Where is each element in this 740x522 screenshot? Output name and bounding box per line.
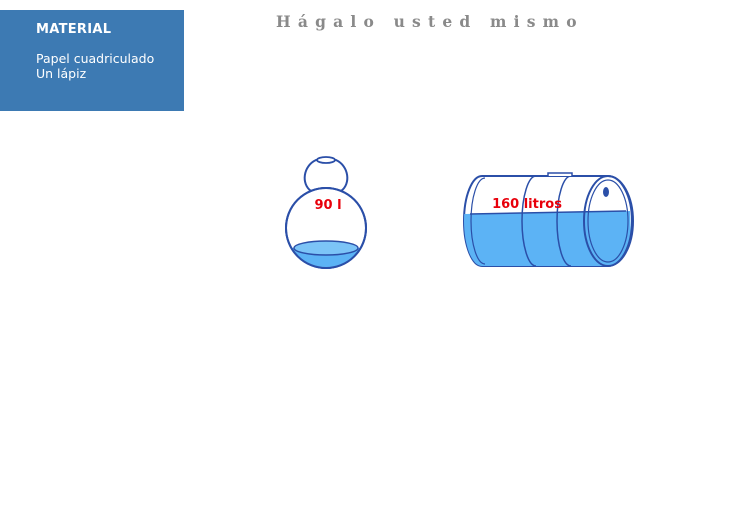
- jug-mouth: [316, 156, 336, 164]
- tank-water-line: [469, 210, 627, 215]
- jug-capacity-label: 90 l: [314, 198, 341, 213]
- tank-band-right: [556, 175, 572, 267]
- tank-capacity-label: 160 litros: [492, 197, 562, 212]
- jug-neck: [303, 159, 349, 192]
- tank-water: [464, 211, 632, 266]
- material-title: MATERIAL: [36, 22, 112, 37]
- tank-vessel: 160 litros: [463, 172, 634, 267]
- tank-hatch: [547, 172, 573, 176]
- jug-vessel: 90 l: [285, 156, 367, 269]
- material-panel: MATERIAL Papel cuadriculado Un lápiz: [0, 10, 184, 111]
- tank-end-cap: [583, 175, 633, 267]
- tank-band-left: [521, 175, 537, 267]
- material-item-paper: Papel cuadriculado: [36, 51, 155, 66]
- tank-valve: [603, 187, 609, 197]
- page-title: Hágalo usted mismo: [276, 12, 584, 31]
- jug-water-surface: [293, 240, 359, 256]
- material-item-pencil: Un lápiz: [36, 66, 87, 81]
